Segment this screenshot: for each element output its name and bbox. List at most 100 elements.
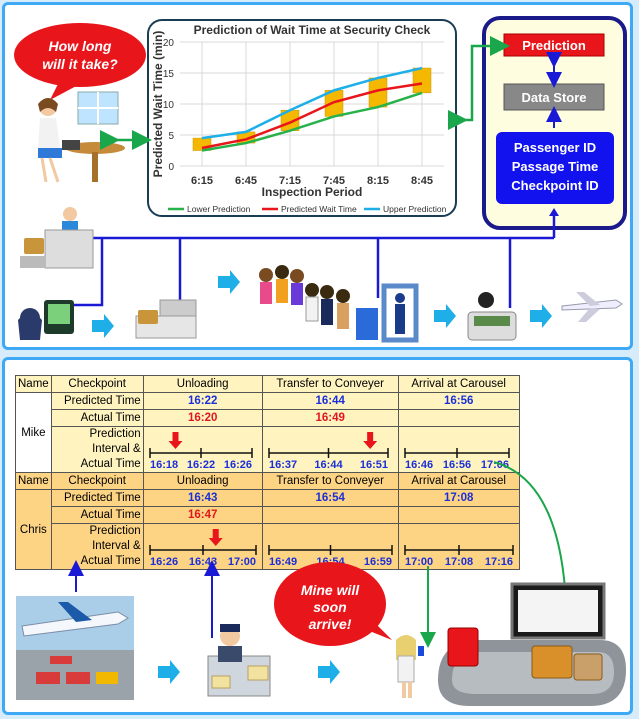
y-axis-label: Predicted Wait Time (min) (151, 31, 165, 178)
x-tick-label: 6:45 (235, 175, 257, 187)
actual-marker-stem (212, 528, 219, 538)
checkpoint-network (72, 212, 556, 308)
network-arrow-head (549, 208, 559, 216)
series-line (201, 82, 423, 150)
interval-mid: 16:22 (187, 459, 215, 470)
table-header-row: Name Checkpoint Unloading Transfer to Co… (15, 472, 520, 490)
data-store-label: Data Store (521, 90, 586, 105)
interval-high: 17:06 (481, 459, 509, 470)
interval-graphic: 16:37 16:44 16:51 (267, 431, 389, 470)
legend-entry: Lower Prediction (187, 204, 251, 214)
security-gate-icon (356, 283, 419, 343)
table-header-row: Name Checkpoint Unloading Transfer to Co… (15, 375, 520, 393)
bubble-line-2: will it take? (42, 56, 118, 72)
bubble-line-1: How long (49, 38, 112, 54)
interval-low: 17:00 (405, 556, 433, 567)
interval-high: 17:16 (485, 556, 513, 567)
woman-at-desk-icon (38, 91, 125, 183)
interval-high: 16:51 (360, 459, 388, 470)
actual-marker-stem (366, 431, 373, 441)
data-store-box (503, 83, 605, 111)
interval-mid: 16:43 (189, 556, 217, 567)
row-label-actual: Actual Time (50, 409, 144, 427)
x-tick-label: 8:15 (367, 175, 389, 187)
interval-label-line: Interval & (92, 540, 141, 552)
top-diagram: How long will it take? Prediction of Wai… (14, 16, 627, 343)
row-label-actual: Actual Time (50, 506, 144, 524)
header-name: Name (15, 375, 52, 393)
interval-bar (412, 67, 432, 94)
x-tick-label: 7:15 (279, 175, 301, 187)
header-name: Name (15, 472, 52, 490)
actual-time (397, 506, 520, 524)
interval-label-line: Actual Time (80, 555, 141, 567)
interval-low: 16:37 (269, 459, 297, 470)
actual-marker-arrow (362, 440, 377, 449)
predicted-time: 16:43 (142, 489, 263, 507)
row-label-interval: Prediction Interval & Actual Time (50, 523, 144, 570)
baggage-drop-icon (135, 299, 197, 339)
actual-time (261, 506, 399, 524)
passenger-name: Mike (15, 392, 52, 473)
wait-time-chart: Prediction of Wait Time at Security Chec… (151, 23, 447, 214)
row-label-predicted: Predicted Time (50, 392, 144, 410)
interval-high: 17:00 (228, 556, 256, 567)
airplane-icon (561, 292, 623, 322)
legend-entry: Predicted Wait Time (281, 204, 357, 214)
baggage-schedule-table: Name Checkpoint Unloading Transfer to Co… (15, 375, 520, 570)
row-label-interval: Prediction Interval & Actual Time (50, 426, 144, 473)
interval-high: 16:59 (364, 556, 392, 567)
interval-low: 16:18 (150, 459, 178, 470)
chart-title: Prediction of Wait Time at Security Chec… (194, 23, 431, 37)
actual-time: 16:49 (261, 409, 399, 427)
table-row: Chris Predicted Time 16:43 16:54 17:08 (15, 489, 520, 570)
predicted-time: 16:56 (397, 392, 520, 410)
interval-cell: 17:00 17:08 17:16 (397, 523, 520, 570)
queue-icon (259, 265, 350, 329)
x-tick-label: 8:45 (411, 175, 433, 187)
interval-mid: 16:56 (443, 459, 471, 470)
kiosk-icon (18, 300, 74, 340)
checkin-counter-icon (20, 207, 94, 269)
interval-graphic: 16:46 16:56 17:06 (403, 447, 510, 470)
table-row: Mike Predicted Time 16:22 16:44 16:56 (15, 392, 520, 473)
y-tick-label: 15 (163, 69, 175, 80)
interval-high: 16:26 (224, 459, 252, 470)
interval-mid: 16:44 (314, 459, 343, 470)
interval-graphic: 16:18 16:22 16:26 (148, 431, 253, 470)
interval-cell: 16:18 16:22 16:26 (142, 426, 263, 473)
x-axis-label: Inspection Period (262, 185, 363, 199)
input-checkpoint-id: Checkpoint ID (511, 178, 598, 193)
header-unloading: Unloading (142, 472, 263, 490)
input-passage-time: Passage Time (512, 159, 598, 174)
actual-marker-arrow (208, 537, 223, 546)
chart-prediction-link (448, 36, 510, 130)
interval-mid: 17:08 (445, 556, 473, 567)
interval-label-line: Prediction (89, 428, 141, 440)
header-transfer: Transfer to Conveyer (261, 375, 399, 393)
actual-time (397, 409, 520, 427)
interval-low: 16:46 (405, 459, 433, 470)
interval-cell: 16:37 16:44 16:51 (261, 426, 399, 473)
interval-cell: 16:46 16:56 17:06 (397, 426, 520, 473)
question-bubble: How long will it take? (14, 23, 146, 100)
table-row: Actual Time 16:20 16:49 (16, 409, 520, 427)
predicted-time: 17:08 (397, 489, 520, 507)
prediction-label: Prediction (522, 38, 586, 53)
input-passenger-id: Passenger ID (514, 140, 596, 155)
y-tick-label: 0 (168, 162, 174, 173)
interval-label-line: Interval & (92, 443, 141, 455)
legend-entry: Upper Prediction (383, 204, 447, 214)
actual-marker-stem (172, 431, 179, 441)
header-unloading: Unloading (142, 375, 263, 393)
interval-label-line: Actual Time (80, 458, 141, 470)
actual-time: 16:20 (142, 409, 263, 427)
actual-time: 16:47 (142, 506, 263, 524)
y-tick-label: 20 (163, 38, 175, 49)
